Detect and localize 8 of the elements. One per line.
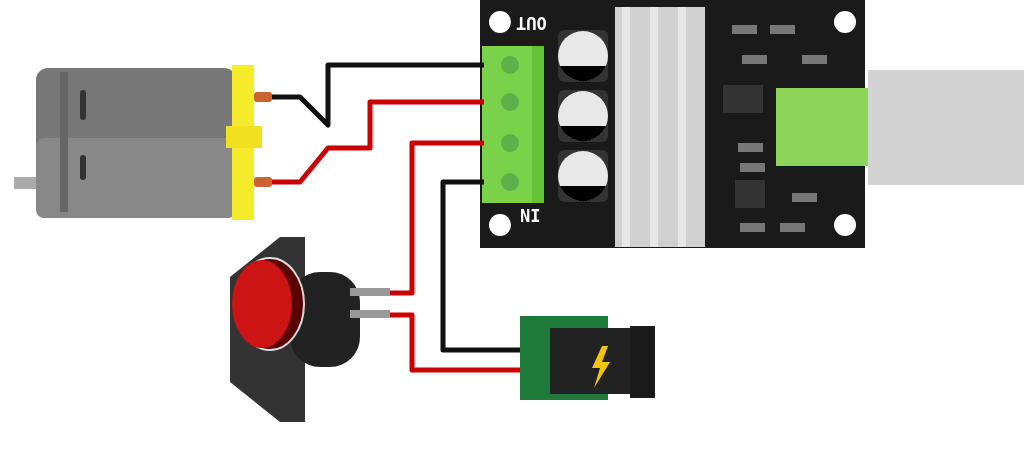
terminal-label: IN (520, 206, 541, 224)
terminal-label: OUT (516, 14, 547, 32)
wire (272, 99, 484, 185)
wire (390, 140, 484, 296)
wire (440, 179, 520, 353)
power-jack-drawing (520, 316, 655, 402)
wire (390, 312, 520, 373)
wire (272, 62, 484, 128)
